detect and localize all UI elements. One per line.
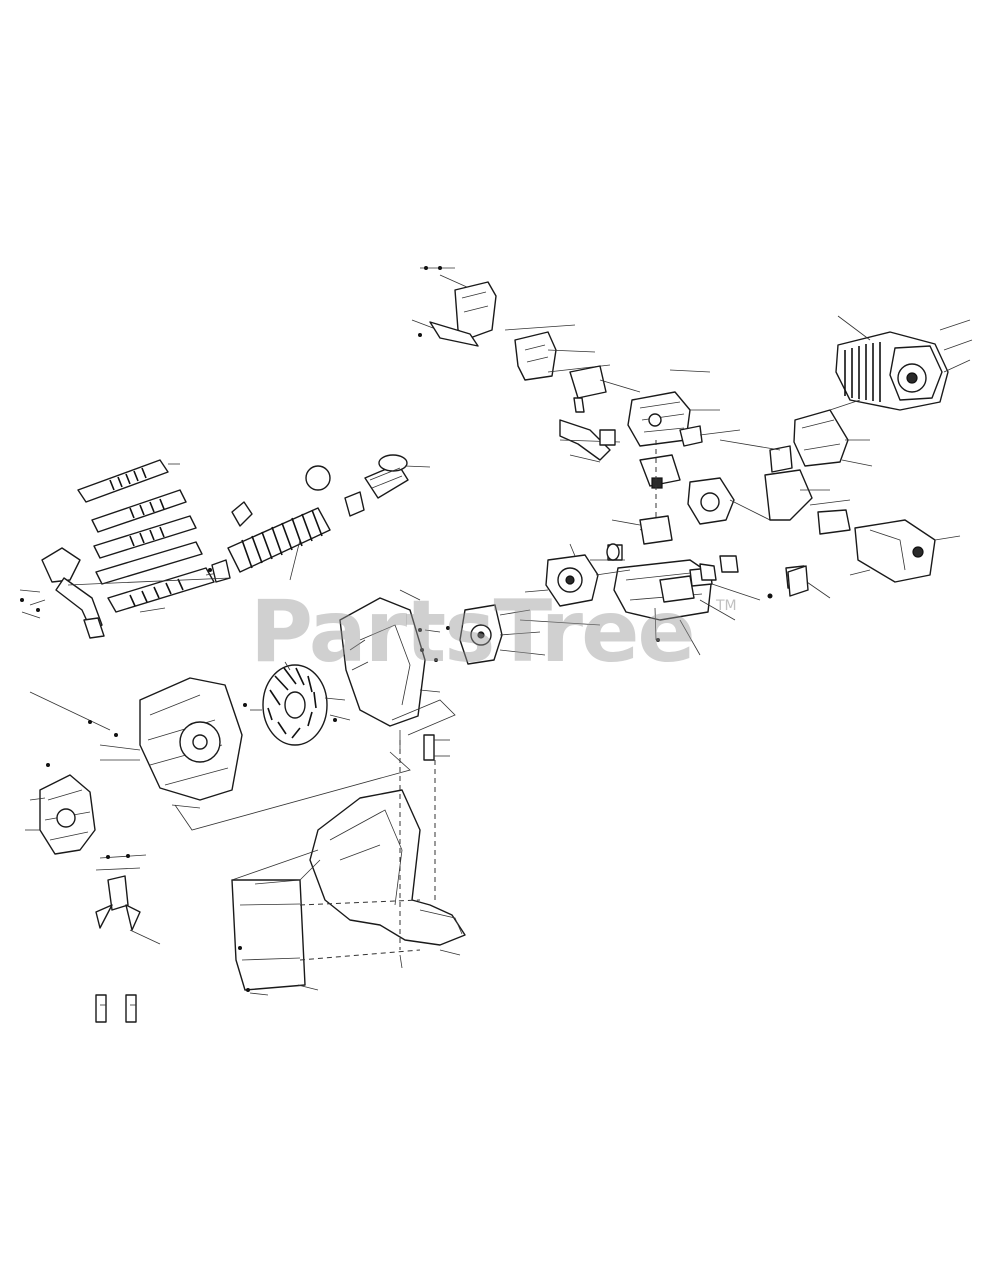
flex-hose bbox=[211, 454, 431, 583]
partstree-watermark: PartsTree bbox=[250, 582, 696, 682]
mid-upper-cover bbox=[504, 324, 641, 413]
impeller bbox=[243, 661, 351, 746]
fan-housing-left bbox=[29, 677, 243, 809]
backpack-frame bbox=[231, 740, 466, 996]
small-hardware bbox=[208, 543, 809, 722]
carburetor-block bbox=[559, 369, 741, 463]
air-filter-housing bbox=[719, 399, 873, 473]
frame-bracket bbox=[174, 699, 456, 831]
cover-plate-left bbox=[25, 763, 96, 855]
blower-tubes bbox=[77, 459, 226, 613]
cylinder-assembly bbox=[835, 315, 973, 411]
shoulder-strap-hardware bbox=[95, 854, 161, 1023]
trademark-symbol: TM bbox=[716, 598, 737, 614]
throttle-linkage bbox=[639, 440, 961, 583]
top-cover-assembly bbox=[411, 266, 497, 347]
handle-tube bbox=[19, 547, 231, 639]
fan-housing-half bbox=[339, 589, 441, 727]
